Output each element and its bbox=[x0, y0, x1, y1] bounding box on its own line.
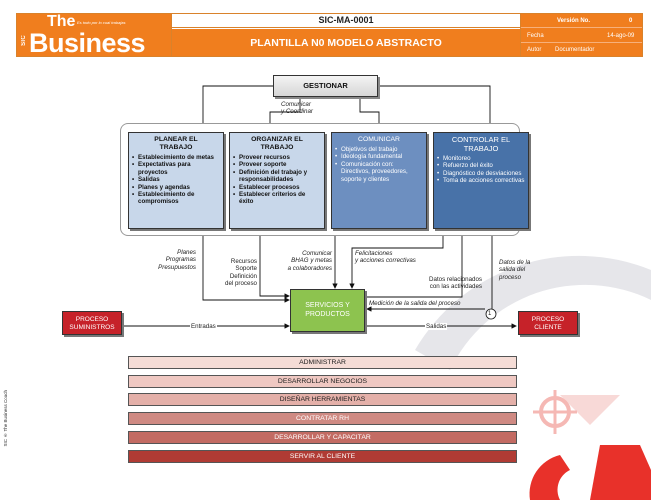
activity-item: Ideología fundamental bbox=[335, 153, 423, 161]
activity-item: Expectativas para proyectos bbox=[132, 161, 220, 176]
document-header: SIC The Es todo por lo cual trabajas Bus… bbox=[16, 13, 643, 57]
measurement-marker: 1 bbox=[488, 311, 492, 317]
meta-version-row: Versión No. 0 bbox=[521, 14, 642, 28]
activity-item: Proveer recursos bbox=[233, 154, 321, 162]
author-value: Documentador bbox=[555, 47, 595, 53]
support-bar-disenar-herramientas: DISEÑAR HERRAMIENTAS bbox=[128, 393, 517, 406]
activity-item: Definición del trabajo y responsabilidad… bbox=[233, 169, 321, 184]
support-bar-desarrollar-negocios: DESARROLLAR NEGOCIOS bbox=[128, 375, 517, 388]
label-salidas: Salidas bbox=[425, 323, 448, 331]
date-value: 14-ago-09 bbox=[607, 33, 635, 39]
label-felicitaciones: Felicitaciones y acciones correctivas bbox=[355, 250, 416, 265]
gestionar-box: GESTIONAR bbox=[273, 75, 378, 97]
activity-organizar: ORGANIZAR EL TRABAJO Proveer recursos Pr… bbox=[229, 132, 325, 229]
document-title: PLANTILLA N0 MODELO ABSTRACTO bbox=[172, 29, 520, 56]
activity-title: CONTROLAR EL TRABAJO bbox=[451, 135, 511, 153]
document-code: SIC-MA-0001 bbox=[172, 14, 520, 28]
activity-title: COMUNICAR bbox=[358, 136, 400, 143]
activity-item: Salidas bbox=[132, 176, 220, 184]
logo-the: The bbox=[47, 14, 76, 30]
activity-item: Establecimiento de metas bbox=[132, 154, 220, 162]
activity-item: Proveer soporte bbox=[233, 161, 321, 169]
servicios-productos-box: SERVICIOS Y PRODUCTOS bbox=[290, 289, 365, 332]
label-datos-salida: Datos de la salida del proceso bbox=[499, 259, 531, 281]
header-center: SIC-MA-0001 PLANTILLA N0 MODELO ABSTRACT… bbox=[171, 14, 521, 56]
client-process-box: PROCESO CLIENTE bbox=[518, 311, 578, 335]
logo-tagline: Es todo por lo cual trabajas bbox=[77, 20, 126, 25]
activity-item: Diagnóstico de desviaciones bbox=[437, 170, 525, 178]
activity-comunicar: COMUNICAR Objetivos del trabajo Ideologí… bbox=[331, 132, 427, 229]
supplier-process-box: PROCESO SUMINISTROS bbox=[62, 311, 122, 335]
author-label: Autor bbox=[527, 47, 542, 53]
label-entradas: Entradas bbox=[190, 323, 217, 331]
activity-item: Planes y agendas bbox=[132, 184, 220, 192]
footer-copyright: SIC ® The Business Coach bbox=[3, 390, 8, 447]
meta-author-row: Autor Documentador bbox=[521, 43, 642, 57]
label-planes: Planes Programas Presupuestos bbox=[158, 249, 196, 271]
activity-item: Refuerzo del éxito bbox=[437, 162, 525, 170]
activity-controlar: CONTROLAR EL TRABAJO Monitoreo Refuerzo … bbox=[433, 132, 529, 229]
coordinate-label: Comunicar y Coordinar bbox=[281, 101, 313, 116]
version-label: Versión No. bbox=[557, 18, 591, 24]
version-value: 0 bbox=[629, 18, 633, 24]
activity-item: Objetivos del trabajo bbox=[335, 146, 423, 154]
activity-item: Toma de acciones correctivas bbox=[437, 177, 525, 185]
company-logo: SIC The Es todo por lo cual trabajas Bus… bbox=[17, 14, 171, 56]
support-bar-desarrollar-capacitar: DESARROLLAR Y CAPACITAR bbox=[128, 431, 517, 444]
support-bar-administrar: ADMINISTRAR bbox=[128, 356, 517, 369]
activity-item: Establecer criterios de éxito bbox=[233, 191, 321, 206]
support-bar-servir-cliente: SERVIR AL CLIENTE bbox=[128, 450, 517, 463]
label-medicion: Medición de la salida del proceso bbox=[369, 300, 461, 307]
activity-planear: PLANEAR EL TRABAJO Establecimiento de me… bbox=[128, 132, 224, 229]
activity-item: Establecer procesos bbox=[233, 184, 321, 192]
label-datos-relacionados: Datos relacionados con las actividades bbox=[429, 276, 482, 291]
activity-item: Monitoreo bbox=[437, 155, 525, 163]
meta-date-row: Fecha 14-ago-09 bbox=[521, 29, 642, 43]
label-comunicar-bhag: Comunicar BHAG y metas a colaboradores bbox=[287, 250, 332, 272]
activity-title: PLANEAR EL TRABAJO bbox=[154, 136, 198, 151]
activity-title: ORGANIZAR EL TRABAJO bbox=[251, 136, 303, 151]
label-recursos: Recursos Soporte Definición del proceso bbox=[225, 258, 257, 288]
logo-business: Business bbox=[29, 28, 146, 56]
activity-item: Establecimiento de compromisos bbox=[132, 191, 220, 206]
support-bar-contratar-rh: CONTRATAR RH bbox=[128, 412, 517, 425]
activity-item: Comunicación con: Directivos, proveedore… bbox=[335, 161, 423, 183]
date-label: Fecha bbox=[527, 33, 544, 39]
header-meta: Versión No. 0 Fecha 14-ago-09 Autor Docu… bbox=[521, 14, 642, 56]
